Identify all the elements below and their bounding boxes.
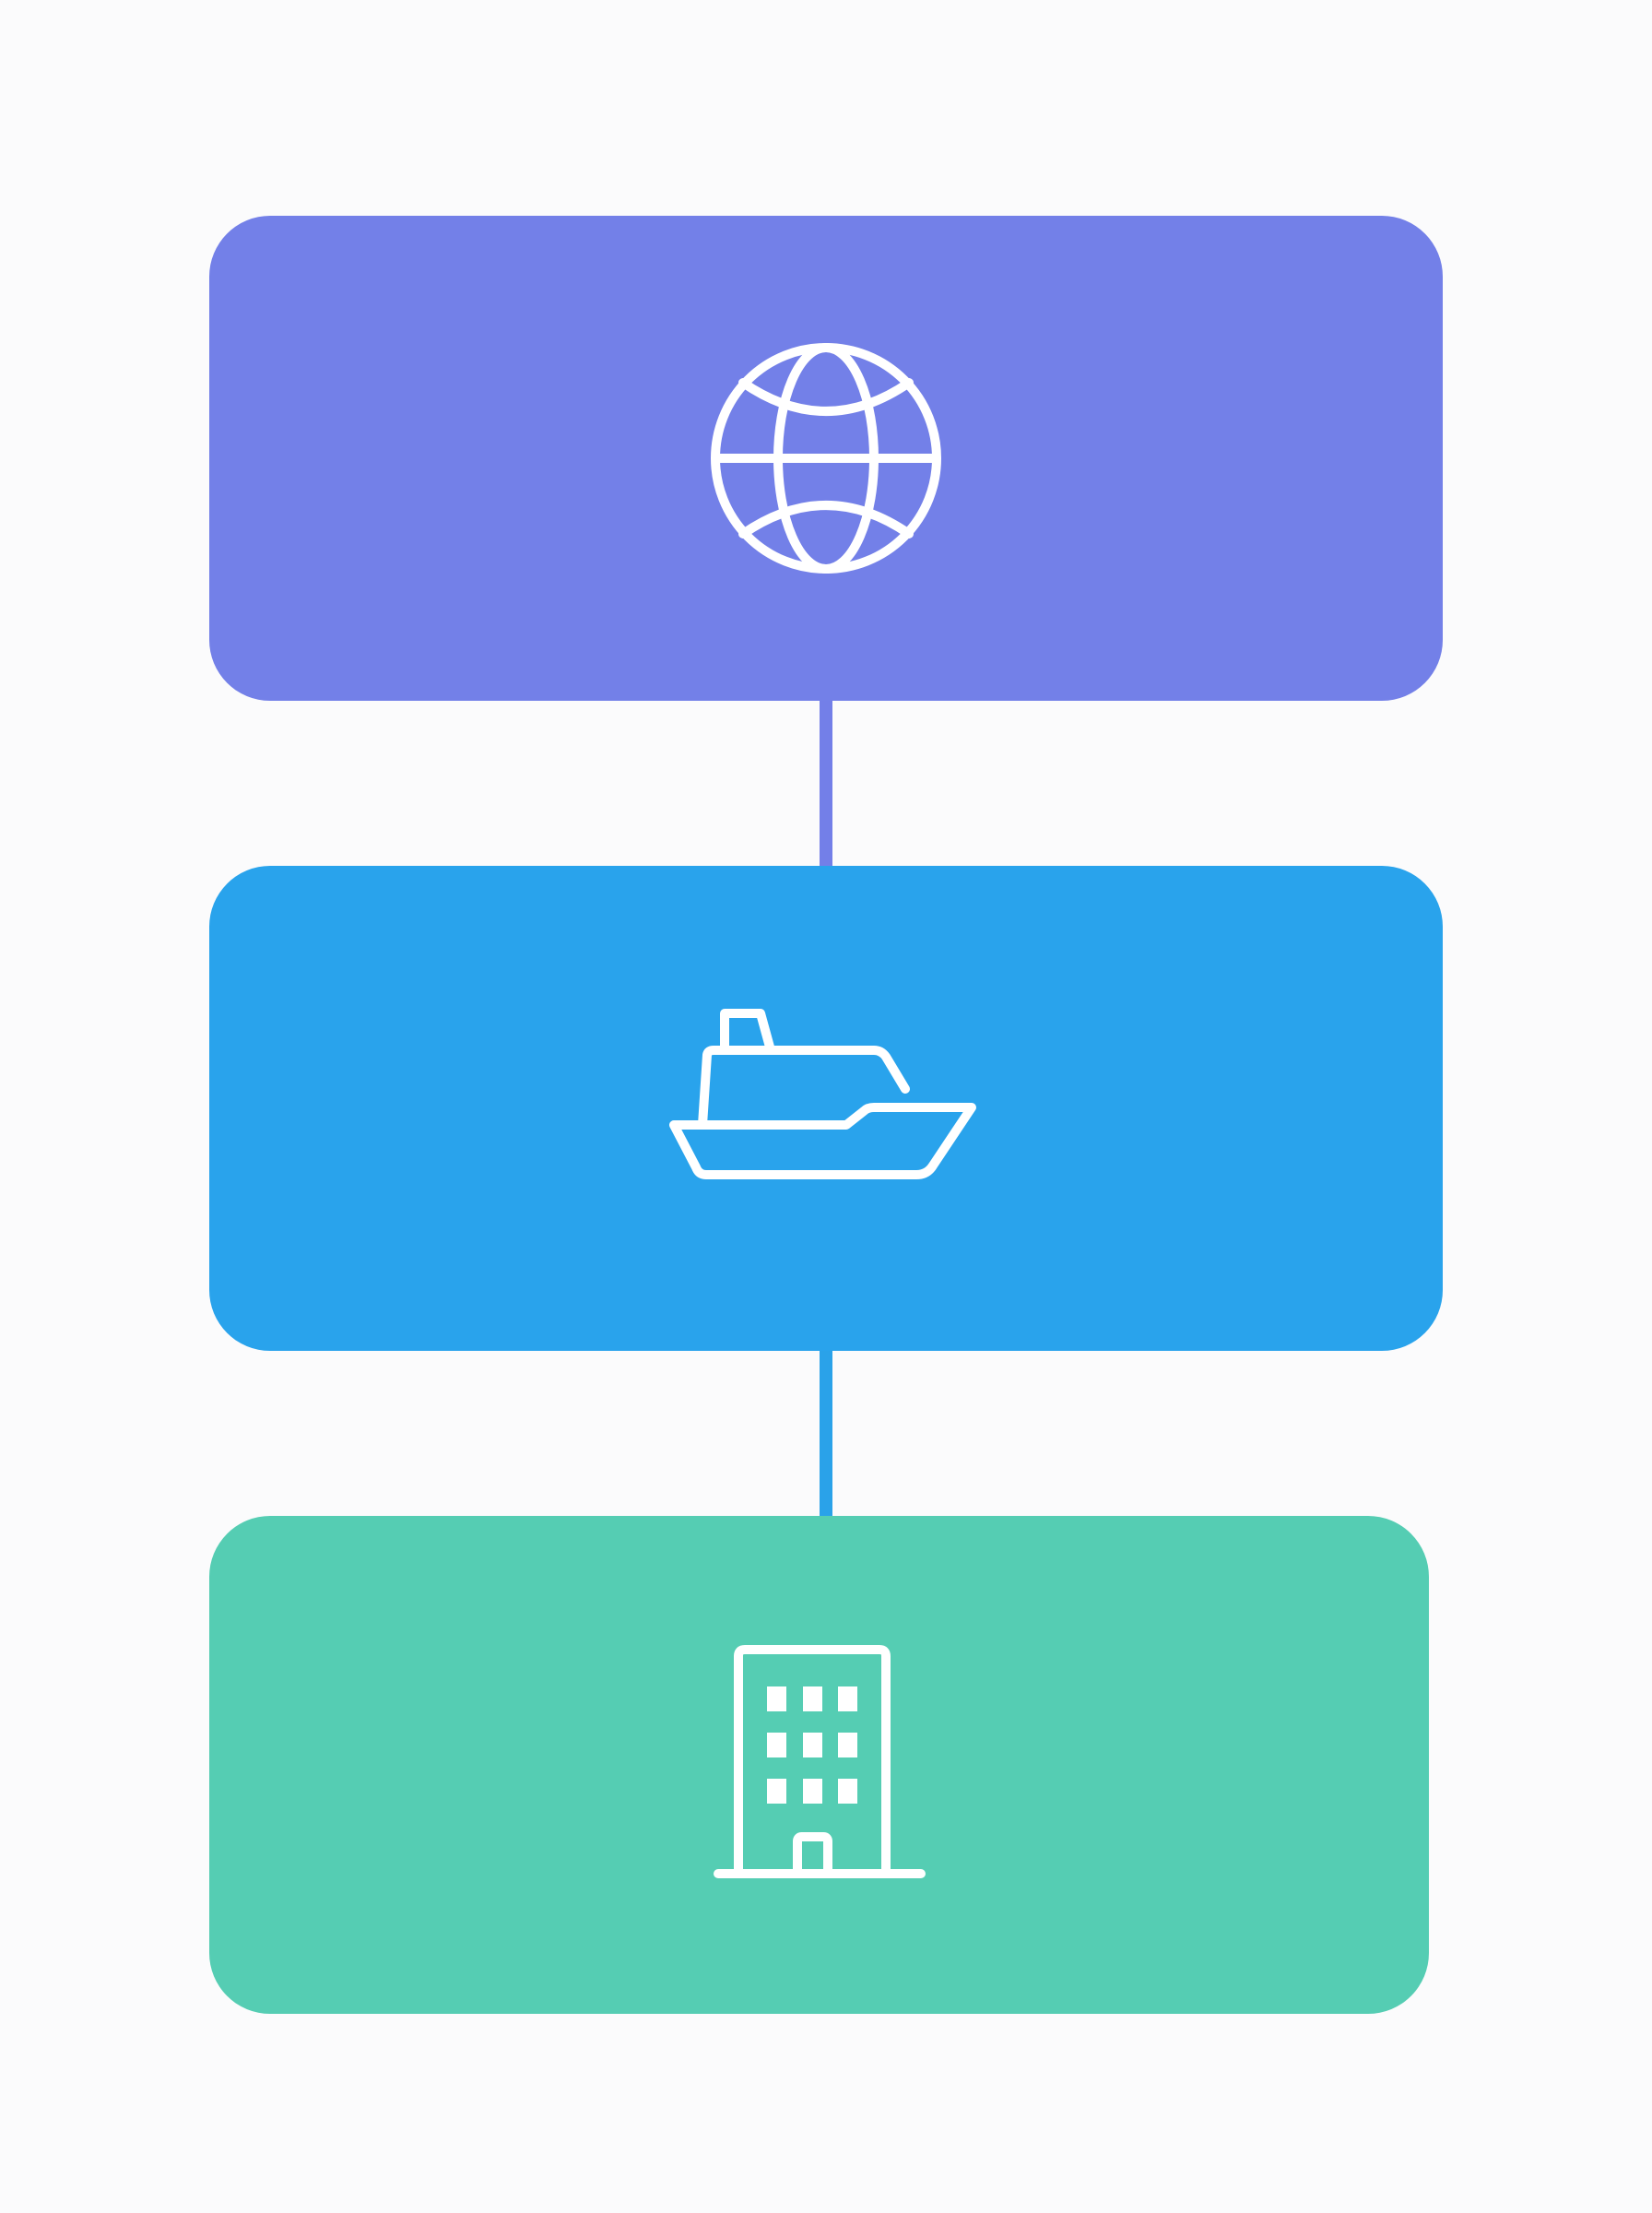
- ship-icon: [669, 1007, 983, 1210]
- building-icon: [713, 1645, 926, 1885]
- ship-card: [209, 866, 1443, 1351]
- connector-globe-to-ship: [820, 700, 832, 866]
- globe-card: [209, 216, 1443, 701]
- connector-ship-to-building: [820, 1350, 832, 1516]
- building-card: [209, 1516, 1429, 2014]
- globe-icon: [706, 338, 946, 578]
